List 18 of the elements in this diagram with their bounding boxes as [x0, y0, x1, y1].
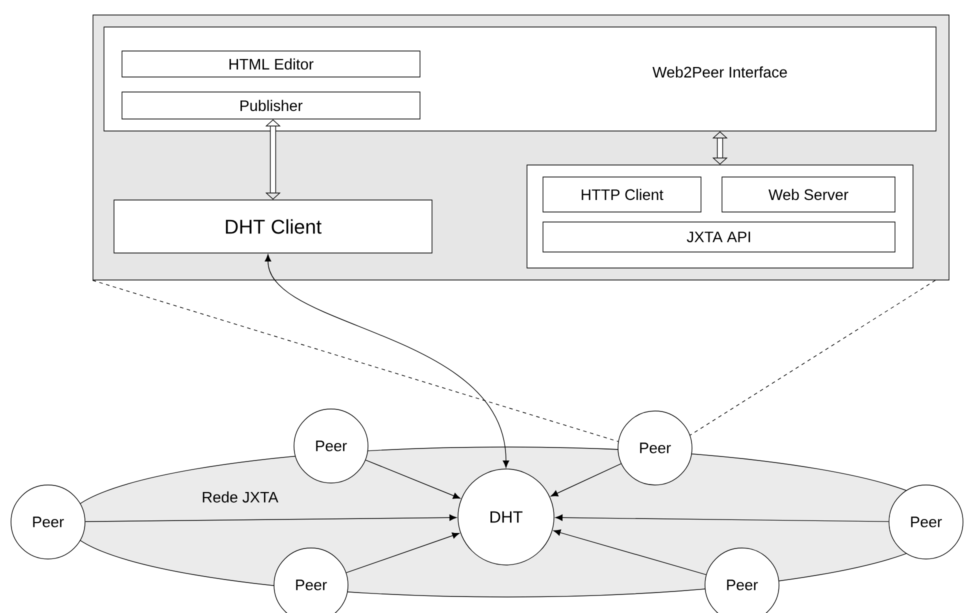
arrow [553, 529, 706, 575]
arrow [264, 254, 510, 468]
component-box: Publisher [122, 92, 420, 120]
zoom-line [690, 280, 936, 436]
component-box: Web Server [722, 176, 896, 212]
double-arrow [265, 119, 281, 200]
double-arrow [712, 131, 728, 165]
zoom-line [92, 280, 619, 442]
arrow [85, 514, 457, 522]
component-box: JXTA API [542, 222, 896, 252]
client-box: DHT Client [114, 200, 432, 254]
arrow [555, 514, 889, 522]
arrow [346, 532, 460, 574]
component-box: HTML Editor [122, 50, 420, 78]
arrow [550, 463, 622, 496]
component-box: HTTP Client [542, 176, 702, 212]
node-label: Peer [911, 516, 942, 528]
arrow [365, 460, 460, 499]
